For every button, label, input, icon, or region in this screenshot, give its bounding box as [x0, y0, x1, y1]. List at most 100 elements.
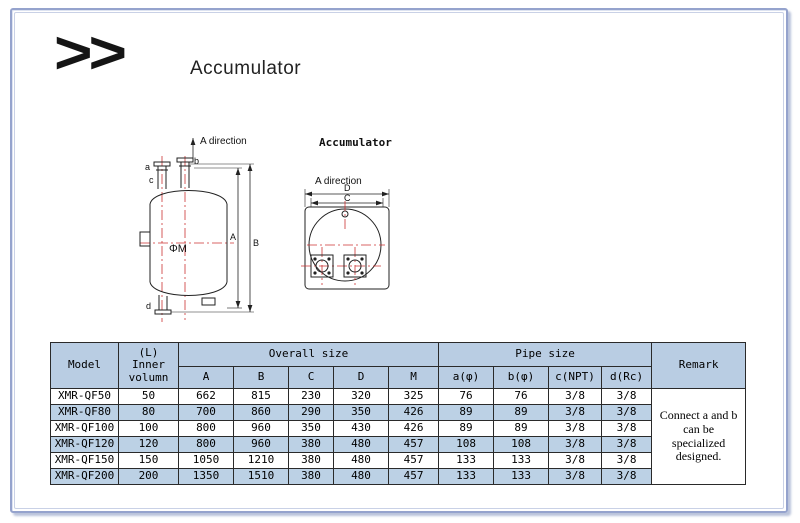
- table-header-row-1: Model (L) Inner volumn Overall size Pipe…: [50, 342, 747, 389]
- side-view-drawing: A direction a b c d Φ: [139, 136, 259, 322]
- flange-a: [310, 254, 334, 278]
- table-cell: 3/8: [548, 468, 603, 485]
- table-cell: 230: [288, 388, 334, 405]
- table-cell: 380: [288, 436, 334, 453]
- nozzle-b: [176, 157, 194, 188]
- table-cell: 3/8: [548, 436, 603, 453]
- dimension-d-label: D: [344, 183, 351, 193]
- table-cell: 3/8: [601, 404, 653, 421]
- flange-b: [343, 254, 367, 278]
- table-cell: 3/8: [601, 452, 653, 469]
- table-cell: 457: [387, 436, 440, 453]
- table-cell: XMR-QF50: [50, 388, 119, 405]
- vessel-outline: [139, 190, 228, 306]
- col-header-volume: (L) Inner volumn: [118, 342, 179, 389]
- col-header-a: A: [178, 366, 234, 389]
- table-cell: 3/8: [601, 468, 653, 485]
- table-cell: 800: [178, 420, 234, 437]
- nozzle-c-label: c: [149, 175, 154, 185]
- col-header-remark: Remark: [651, 342, 747, 389]
- col-header-pipe-size: Pipe size: [438, 342, 653, 367]
- nozzle-a: [153, 161, 171, 189]
- table-cell: 89: [493, 404, 550, 421]
- table-cell: 50: [118, 388, 179, 405]
- table-cell: 480: [333, 468, 389, 485]
- table-cell: 662: [178, 388, 234, 405]
- col-header-d: D: [333, 366, 389, 389]
- top-view-title: Accumulator: [319, 136, 392, 149]
- table-cell: 108: [493, 436, 550, 453]
- table-cell: XMR-QF150: [50, 452, 119, 469]
- table-cell: 350: [333, 404, 389, 421]
- table-header: Model (L) Inner volumn Overall size Pipe…: [50, 342, 747, 389]
- table-cell: 800: [178, 436, 234, 453]
- col-header-c: C: [288, 366, 334, 389]
- table-cell: 89: [438, 404, 495, 421]
- table-cell: 815: [233, 388, 289, 405]
- top-view-drawing: Accumulator A direction D C: [301, 136, 392, 290]
- nozzle-d: [154, 295, 172, 315]
- table-cell: 3/8: [601, 420, 653, 437]
- table-cell: 860: [233, 404, 289, 421]
- table-cell: 120: [118, 436, 179, 453]
- table-cell: 200: [118, 468, 179, 485]
- table-cell: 100: [118, 420, 179, 437]
- table-cell: XMR-QF80: [50, 404, 119, 421]
- table-cell: 290: [288, 404, 334, 421]
- table-cell: 133: [438, 452, 495, 469]
- table-cell: XMR-QF120: [50, 436, 119, 453]
- table-cell: 89: [493, 420, 550, 437]
- table-cell: 1510: [233, 468, 289, 485]
- table-cell: 3/8: [548, 420, 603, 437]
- table-cell: 700: [178, 404, 234, 421]
- extension-lines: [171, 163, 254, 313]
- support-leg: [201, 297, 216, 306]
- a-direction-label: A direction: [200, 136, 247, 147]
- table-cell: 457: [387, 452, 440, 469]
- nozzle-b-label: b: [194, 156, 199, 166]
- table-cell: 1050: [178, 452, 234, 469]
- table-cell: 108: [438, 436, 495, 453]
- table-cell: 133: [493, 452, 550, 469]
- table-cell: 380: [288, 452, 334, 469]
- table-cell: 350: [288, 420, 334, 437]
- table-cell: 960: [233, 436, 289, 453]
- remark-cell: Connect a and b can be specialized desig…: [651, 388, 747, 485]
- table-cell: 960: [233, 420, 289, 437]
- col-header-model: Model: [50, 342, 119, 389]
- table-cell: 480: [333, 452, 389, 469]
- table-header-row-2: A B C D M a(φ) b(φ) c(NPT) d(Rc): [51, 366, 746, 389]
- col-header-b-phi: b(φ): [493, 366, 550, 389]
- table-cell: 133: [493, 468, 550, 485]
- table-cell: 426: [387, 404, 440, 421]
- col-header-c-npt: c(NPT): [548, 366, 603, 389]
- table-cell: XMR-QF100: [50, 420, 119, 437]
- table-cell: 3/8: [548, 452, 603, 469]
- table-cell: 150: [118, 452, 179, 469]
- header-chevrons-icon: >>: [54, 17, 127, 87]
- nozzle-a-label: a: [145, 162, 150, 172]
- table-cell: 457: [387, 468, 440, 485]
- side-fitting: [139, 231, 151, 247]
- page-border-frame: [10, 8, 788, 513]
- table-cell: 320: [333, 388, 389, 405]
- table-cell: 430: [333, 420, 389, 437]
- table-cell: 3/8: [548, 404, 603, 421]
- col-header-b: B: [233, 366, 289, 389]
- dimension-c-label: C: [344, 193, 351, 203]
- page-title: Accumulator: [190, 58, 302, 79]
- table-cell: 380: [288, 468, 334, 485]
- table-cell: 325: [387, 388, 440, 405]
- table-cell: XMR-QF200: [50, 468, 119, 485]
- phi-m-label: ΦM: [169, 243, 187, 255]
- table-cell: 3/8: [601, 436, 653, 453]
- table-cell: 1210: [233, 452, 289, 469]
- table-cell: 133: [438, 468, 495, 485]
